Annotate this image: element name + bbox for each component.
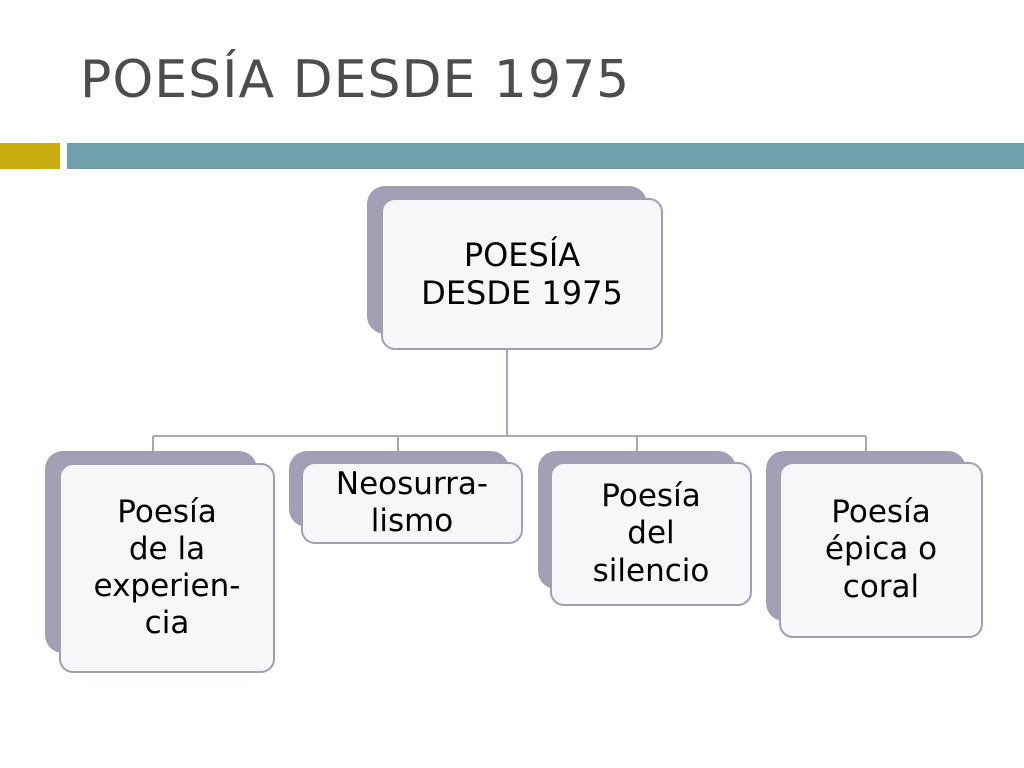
diagram-child-node: Poesía de la experien- cia — [45, 451, 277, 673]
node-label: POESÍA DESDE 1975 — [381, 198, 663, 350]
node-label: Poesía de la experien- cia — [59, 463, 275, 673]
diagram-child-node: Poesía del silencio — [538, 451, 754, 607]
diagram-root-node: POESÍA DESDE 1975 — [367, 186, 663, 350]
accent-bar-teal — [67, 143, 1024, 169]
accent-bar-gold — [0, 143, 60, 169]
node-label: Neosurra- lismo — [301, 462, 523, 544]
slide-title: POESÍA DESDE 1975 — [80, 50, 631, 110]
diagram-child-node: Neosurra- lismo — [289, 451, 525, 545]
diagram-child-node: Poesía épica o coral — [766, 451, 985, 639]
node-label: Poesía del silencio — [550, 462, 752, 606]
node-label: Poesía épica o coral — [779, 462, 983, 638]
